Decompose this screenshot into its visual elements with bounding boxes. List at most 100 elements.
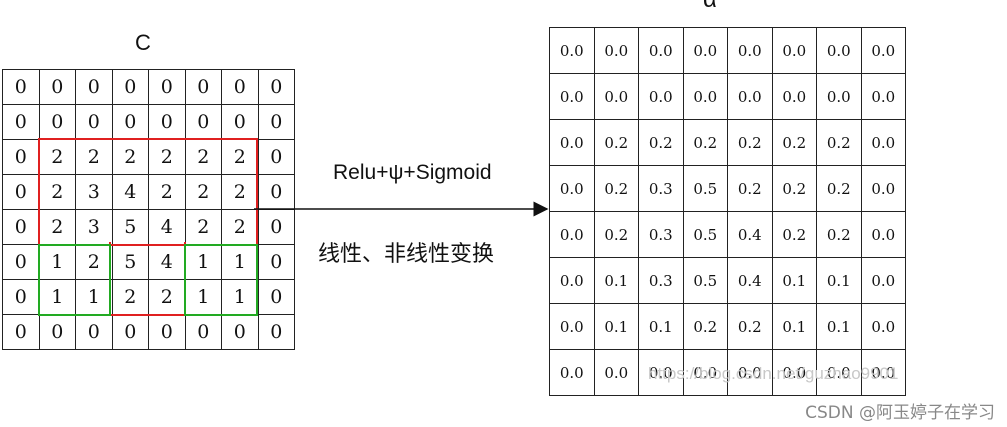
matrix-c-cell: 4 (111, 174, 149, 210)
matrix-alpha-cell: 0.3 (638, 211, 684, 258)
matrix-alpha-cell: 0.0 (593, 349, 639, 396)
matrix-c-cell: 1 (221, 279, 259, 315)
matrix-c-cell: 0 (111, 314, 149, 350)
matrix-alpha-cell: 0.2 (771, 165, 817, 212)
matrix-alpha-cell: 0.1 (593, 257, 639, 304)
matrix-alpha-cell: 0.4 (727, 211, 773, 258)
matrix-alpha-cell: 0.0 (860, 303, 906, 350)
matrix-c-cell: 2 (111, 279, 149, 315)
matrix-c-cell: 0 (75, 69, 113, 105)
matrix-c-cell: 0 (75, 314, 113, 350)
activation-label: Relu+ψ+Sigmoid (333, 161, 492, 184)
matrix-c-title: C (135, 30, 151, 55)
matrix-c-cell: 5 (111, 244, 149, 280)
matrix-c-cell: 0 (257, 69, 295, 105)
matrix-alpha-cell: 0.0 (549, 349, 595, 396)
credit-text: CSDN @阿玉婷子在学习 (805, 403, 995, 423)
matrix-alpha-cell: 0.0 (593, 27, 639, 74)
matrix-alpha-cell: 0.0 (549, 211, 595, 258)
matrix-alpha-cell: 0.0 (816, 349, 862, 396)
matrix-c-cell: 0 (2, 69, 40, 105)
matrix-alpha-cell: 0.2 (816, 165, 862, 212)
matrix-alpha-cell: 0.0 (727, 349, 773, 396)
matrix-alpha-cell: 0.0 (771, 27, 817, 74)
matrix-alpha-cell: 0.0 (549, 27, 595, 74)
matrix-alpha-cell: 0.0 (860, 27, 906, 74)
matrix-alpha-cell: 0.0 (860, 165, 906, 212)
matrix-c-cell: 0 (257, 244, 295, 280)
matrix-c-cell: 0 (148, 69, 186, 105)
matrix-alpha-cell: 0.2 (593, 165, 639, 212)
matrix-c-cell: 2 (221, 209, 259, 245)
matrix-c-cell: 0 (184, 104, 222, 140)
matrix-alpha-cell: 0.0 (682, 27, 728, 74)
matrix-alpha-cell: 0.0 (638, 73, 684, 120)
matrix-c-cell: 0 (2, 244, 40, 280)
matrix-alpha-cell: 0.0 (727, 73, 773, 120)
matrix-c-cell: 0 (257, 279, 295, 315)
matrix-alpha-cell: 0.5 (682, 211, 728, 258)
matrix-alpha-cell: 0.2 (727, 165, 773, 212)
matrix-alpha-cell: 0.0 (860, 119, 906, 166)
matrix-c-cell: 0 (2, 279, 40, 315)
matrix-c-cell: 0 (2, 139, 40, 175)
matrix-c-cell: 0 (257, 104, 295, 140)
matrix-alpha-cell: 0.2 (727, 119, 773, 166)
matrix-c-cell: 2 (148, 139, 186, 175)
matrix-c-cell: 0 (38, 104, 76, 140)
matrix-c-cell: 0 (148, 104, 186, 140)
matrix-alpha-cell: 0.0 (860, 349, 906, 396)
matrix-alpha-cell: 0.1 (593, 303, 639, 350)
matrix-c-cell: 0 (257, 209, 295, 245)
matrix-c-cell: 2 (184, 139, 222, 175)
matrix-alpha-cell: 0.0 (549, 303, 595, 350)
matrix-alpha-cell: 0.0 (771, 73, 817, 120)
matrix-c-cell: 4 (148, 244, 186, 280)
matrix-alpha-cell: 0.5 (682, 257, 728, 304)
matrix-c-cell: 2 (221, 139, 259, 175)
matrix-alpha-cell: 0.2 (682, 119, 728, 166)
matrix-c-cell: 0 (184, 69, 222, 105)
matrix-alpha-cell: 0.0 (816, 27, 862, 74)
matrix-alpha-cell: 0.0 (860, 73, 906, 120)
matrix-alpha-cell: 0.2 (593, 119, 639, 166)
matrix-alpha-cell: 0.0 (638, 349, 684, 396)
matrix-c-cell: 2 (111, 139, 149, 175)
matrix-alpha-cell: 0.0 (682, 73, 728, 120)
matrix-alpha-cell: 0.0 (860, 211, 906, 258)
matrix-alpha-cell: 0.0 (549, 73, 595, 120)
matrix-alpha-cell: 0.5 (682, 165, 728, 212)
matrix-alpha-cell: 0.2 (771, 119, 817, 166)
matrix-c-cell: 0 (148, 314, 186, 350)
matrix-alpha-cell: 0.2 (682, 303, 728, 350)
matrix-c-cell: 0 (2, 314, 40, 350)
transform-label: 线性、非线性变换 (318, 242, 495, 267)
matrix-alpha-cell: 0.0 (549, 119, 595, 166)
matrix-c-cell: 2 (38, 139, 76, 175)
matrix-alpha-cell: 0.2 (727, 303, 773, 350)
matrix-c-cell: 3 (75, 174, 113, 210)
matrix-alpha-cell: 0.3 (638, 257, 684, 304)
matrix-alpha-cell: 0.0 (549, 165, 595, 212)
matrix-alpha-cell: 0.0 (771, 349, 817, 396)
matrix-alpha-title: α (703, 0, 717, 14)
matrix-alpha-cell: 0.0 (593, 73, 639, 120)
matrix-c-cell: 2 (148, 174, 186, 210)
matrix-c-cell: 3 (75, 209, 113, 245)
matrix-alpha-cell: 0.2 (771, 211, 817, 258)
